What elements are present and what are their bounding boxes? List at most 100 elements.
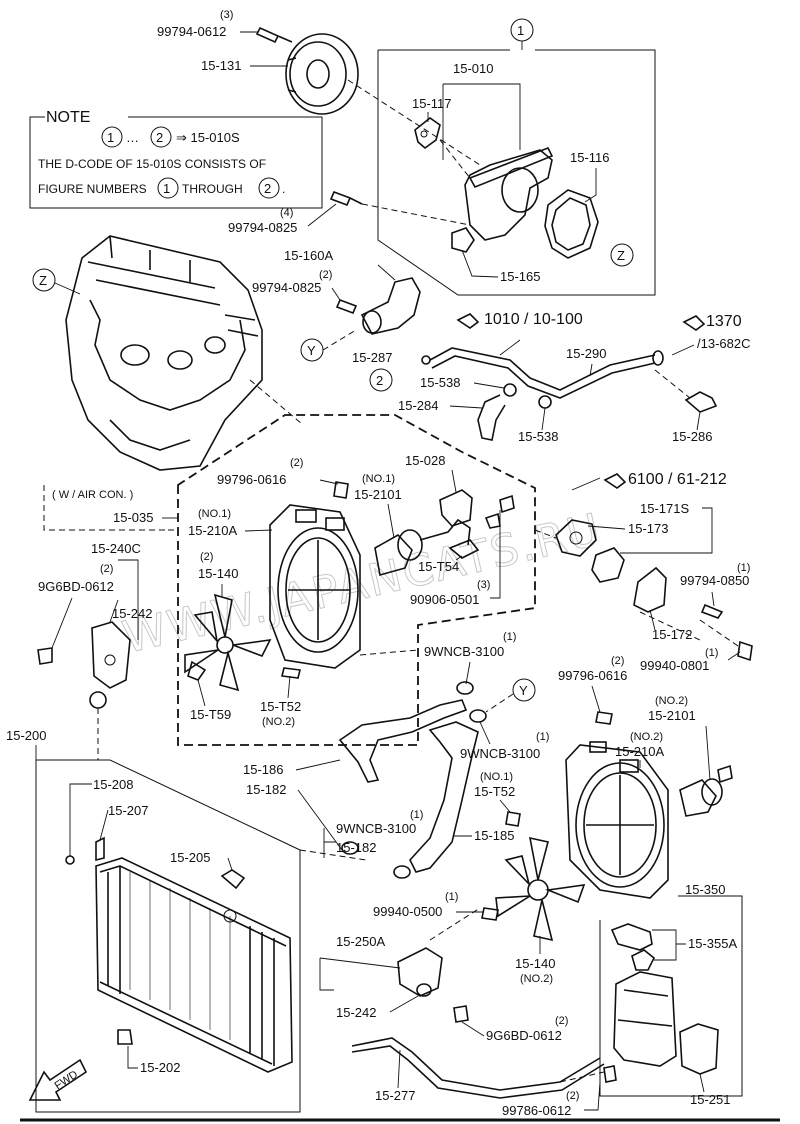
ref-1010-text: 1010 / 10-100	[484, 311, 583, 328]
label-99940-0500: 99940-0500	[373, 904, 442, 919]
note-range-from: 1	[107, 130, 114, 145]
fan-shroud-no2	[565, 741, 669, 899]
label-9WNCB-3100b: 9WNCB-3100	[460, 746, 540, 761]
qty-3b: (3)	[477, 579, 490, 591]
label-15-251: 15-251	[690, 1092, 730, 1107]
label-15-202: 15-202	[140, 1060, 180, 1075]
qty-no1c: (NO.1)	[480, 771, 513, 783]
note-line2: THE D-CODE OF 15-010S CONSISTS OF	[38, 157, 266, 171]
label-15-010: 15-010	[453, 61, 493, 76]
radiator-hoses	[338, 681, 487, 879]
thermostat-housing	[335, 277, 421, 335]
ref-6100-text: 6100 / 61-212	[628, 471, 727, 488]
label-15-242b: 15-242	[336, 1005, 376, 1020]
note-line3-num2: 2	[264, 181, 271, 196]
qty-3a: (3)	[220, 9, 233, 21]
note-line3-num1: 1	[163, 181, 170, 196]
label-15-028: 15-028	[405, 453, 445, 468]
label-15-240C: 15-240C	[91, 541, 141, 556]
qty-no2c: (NO.2)	[630, 731, 663, 743]
label-15-284: 15-284	[398, 398, 438, 413]
ref-1370: 1370 /13-682C	[682, 313, 750, 351]
label-15-286: 15-286	[672, 429, 712, 444]
label-15-355A: 15-355A	[688, 936, 737, 951]
fig2-marker: 2	[376, 373, 383, 388]
thermostat-set	[555, 519, 753, 662]
heater-hoses	[421, 347, 718, 441]
label-15-538a: 15-538	[420, 375, 460, 390]
qty-no2a: (NO.2)	[262, 716, 295, 728]
label-15-2101b: 15-2101	[648, 708, 696, 723]
fwd-arrow: FWD	[28, 1058, 88, 1101]
label-9G6BD-0612b: 9G6BD-0612	[486, 1028, 562, 1043]
label-15-117: 15-117	[412, 96, 452, 111]
ref-1370-text: 1370	[706, 313, 742, 330]
label-15-165: 15-165	[500, 269, 540, 284]
note-line3-end: .	[282, 182, 285, 196]
label-15-182a: 15-182	[246, 782, 286, 797]
qty-1b: (1)	[705, 647, 718, 659]
label-15-205: 15-205	[170, 850, 210, 865]
label-15-538b: 15-538	[518, 429, 558, 444]
label-99786-0612: 99786-0612	[502, 1103, 571, 1118]
label-9G6BD-0612a: 9G6BD-0612	[38, 579, 114, 594]
fan-blade-no2	[481, 836, 586, 942]
qty-1d: (1)	[536, 731, 549, 743]
label-15-185: 15-185	[474, 828, 514, 843]
y-marker-upper: Y	[307, 343, 316, 358]
qty-2a: (2)	[319, 269, 332, 281]
label-15-208: 15-208	[93, 777, 133, 792]
label-15-T59: 15-T59	[190, 707, 231, 722]
label-99796-0616b: 99796-0616	[558, 668, 627, 683]
water-pump-group: 1 Z	[255, 18, 656, 296]
label-15-287: 15-287	[352, 350, 392, 365]
label-15-035: 15-035	[113, 510, 153, 525]
label-15-173: 15-173	[628, 521, 668, 536]
note-line3b: THROUGH	[182, 182, 243, 196]
qty-1a: (1)	[737, 562, 750, 574]
qty-2e: (2)	[611, 655, 624, 667]
label-99794-0850: 99794-0850	[680, 573, 749, 588]
label-15-T54: 15-T54	[418, 559, 459, 574]
label-15-T52b: 15-T52	[474, 784, 515, 799]
label-15-200: 15-200	[6, 728, 46, 743]
label-15-160A: 15-160A	[284, 248, 333, 263]
ref-6100: 6100 / 61-212	[603, 471, 727, 489]
label-15-186: 15-186	[243, 762, 283, 777]
qty-2b: (2)	[290, 457, 303, 469]
engine-block	[65, 235, 263, 471]
pulley-outer	[285, 33, 359, 115]
label-90906-0501: 90906-0501	[410, 592, 479, 607]
label-15-242a: 15-242	[112, 606, 152, 621]
label-15-131: 15-131	[201, 58, 241, 73]
aircon-fan-boundary	[177, 414, 536, 746]
bracket-15-242-lower	[397, 947, 469, 1023]
ref-1370-sub: /13-682C	[697, 336, 750, 351]
note-range-to: 2	[156, 130, 163, 145]
ref-1010: 1010 / 10-100	[456, 311, 583, 329]
label-15-172: 15-172	[652, 627, 692, 642]
label-15-116: 15-116	[570, 150, 610, 165]
qty-1f: (1)	[445, 891, 458, 903]
fan-blade-no1	[184, 481, 349, 692]
label-15-182b: 15-182	[336, 840, 376, 855]
qty-4: (4)	[280, 207, 293, 219]
z-marker-lower: Z	[39, 273, 47, 288]
label-9WNCB-3100c: 9WNCB-3100	[336, 821, 416, 836]
qty-no1a: (NO.1)	[362, 473, 395, 485]
note-line3a: FIGURE NUMBERS	[38, 182, 147, 196]
note-range-sep: …	[126, 130, 139, 145]
radiator-core	[65, 836, 293, 1073]
fan-shroud-no1	[269, 504, 361, 669]
label-99940-0801: 99940-0801	[640, 658, 709, 673]
label-15-210Aa: 15-210A	[188, 523, 237, 538]
condition-label: ( W / AIR CON. )	[52, 489, 133, 501]
label-15-171S: 15-171S	[640, 501, 689, 516]
fan-motor-no2	[505, 711, 733, 827]
y-marker-lower: Y	[519, 683, 528, 698]
fig1-marker: 1	[517, 23, 524, 38]
label-99794-0825b: 99794-0825	[252, 280, 321, 295]
qty-1c: (1)	[503, 631, 516, 643]
label-99796-0616a: 99796-0616	[217, 472, 286, 487]
